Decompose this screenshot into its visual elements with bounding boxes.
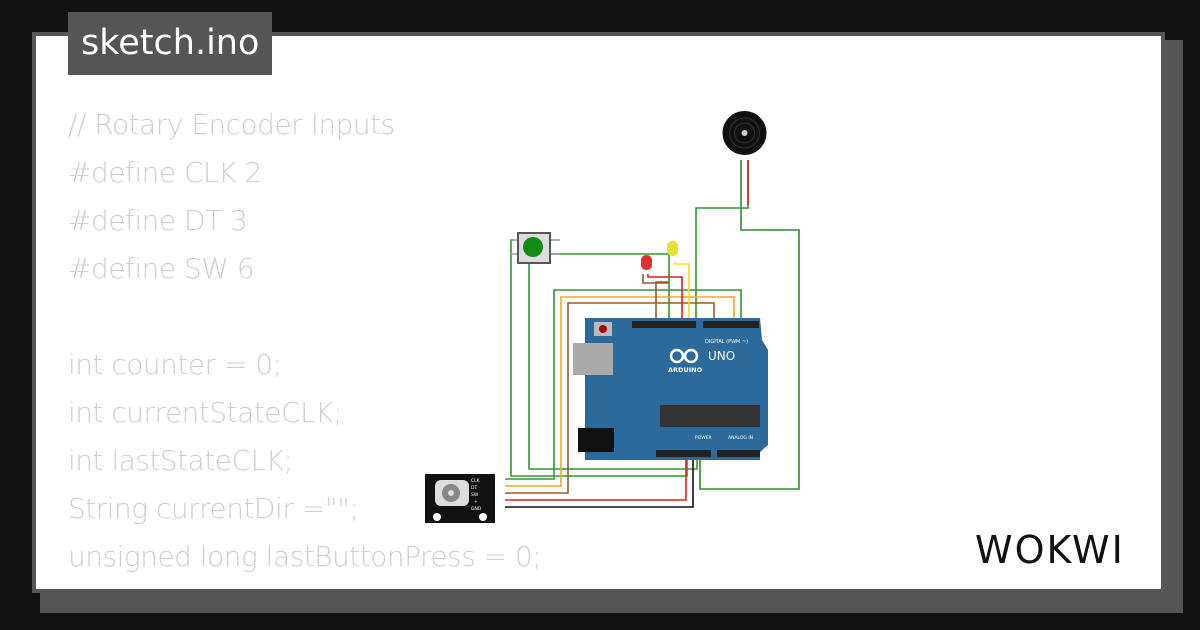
code-line: #define SW 6: [68, 252, 255, 285]
wokwi-logo: WOKWI: [975, 528, 1125, 572]
code-line: int lastStateCLK;: [68, 444, 293, 477]
code-line: #define DT 3: [68, 204, 248, 237]
wire-buzzer-gnd: [699, 160, 800, 490]
pin-gnd: GND: [471, 506, 482, 512]
analog-label: ANALOG IN: [728, 435, 753, 441]
board-model: UNO: [708, 349, 735, 363]
wire-led-red: [647, 274, 683, 323]
wire-button-gnd: [528, 262, 698, 470]
wire-gnd: [505, 452, 694, 508]
wire-clk: [505, 289, 742, 480]
code-line: #define CLK 2: [68, 156, 262, 189]
file-title: sketch.ino: [68, 12, 273, 75]
digital-label: DIGITAL (PWM ~): [705, 339, 748, 345]
code-line: unsigned long lastButtonPress = 0;: [68, 540, 542, 573]
wire-sw: [505, 302, 715, 494]
wire-led-yellow: [674, 262, 690, 323]
arduino-uno[interactable]: DIGITAL (PWM ~) UNO ARDUINO POWER ANALOG…: [573, 318, 768, 460]
led-red[interactable]: [641, 255, 652, 270]
power-label: POWER: [695, 435, 712, 441]
wire-dt: [505, 296, 735, 487]
code-line: // Rotary Encoder Inputs: [68, 108, 395, 141]
wire-led-gnd: [642, 274, 669, 323]
code-cut-edge: int buttonPressCount = 0;: [68, 581, 668, 593]
led-yellow[interactable]: [667, 241, 678, 256]
code-line: int counter = 0;: [68, 348, 282, 381]
pushbutton[interactable]: [510, 232, 560, 264]
board-brand: ARDUINO: [668, 366, 703, 374]
rotary-encoder[interactable]: CLK DT SW + GND: [425, 474, 495, 523]
pin-sw: SW: [471, 492, 479, 498]
pin-clk: CLK: [471, 478, 481, 484]
code-line: int currentStateCLK;: [68, 396, 342, 429]
code-line: String currentDir ="";: [68, 492, 359, 525]
wire-vcc: [505, 452, 687, 501]
pin-vcc: +: [474, 499, 478, 505]
code-line: int buttonPressCount = 0;: [68, 581, 419, 593]
buzzer[interactable]: [722, 111, 767, 155]
pin-dt: DT: [471, 485, 477, 491]
